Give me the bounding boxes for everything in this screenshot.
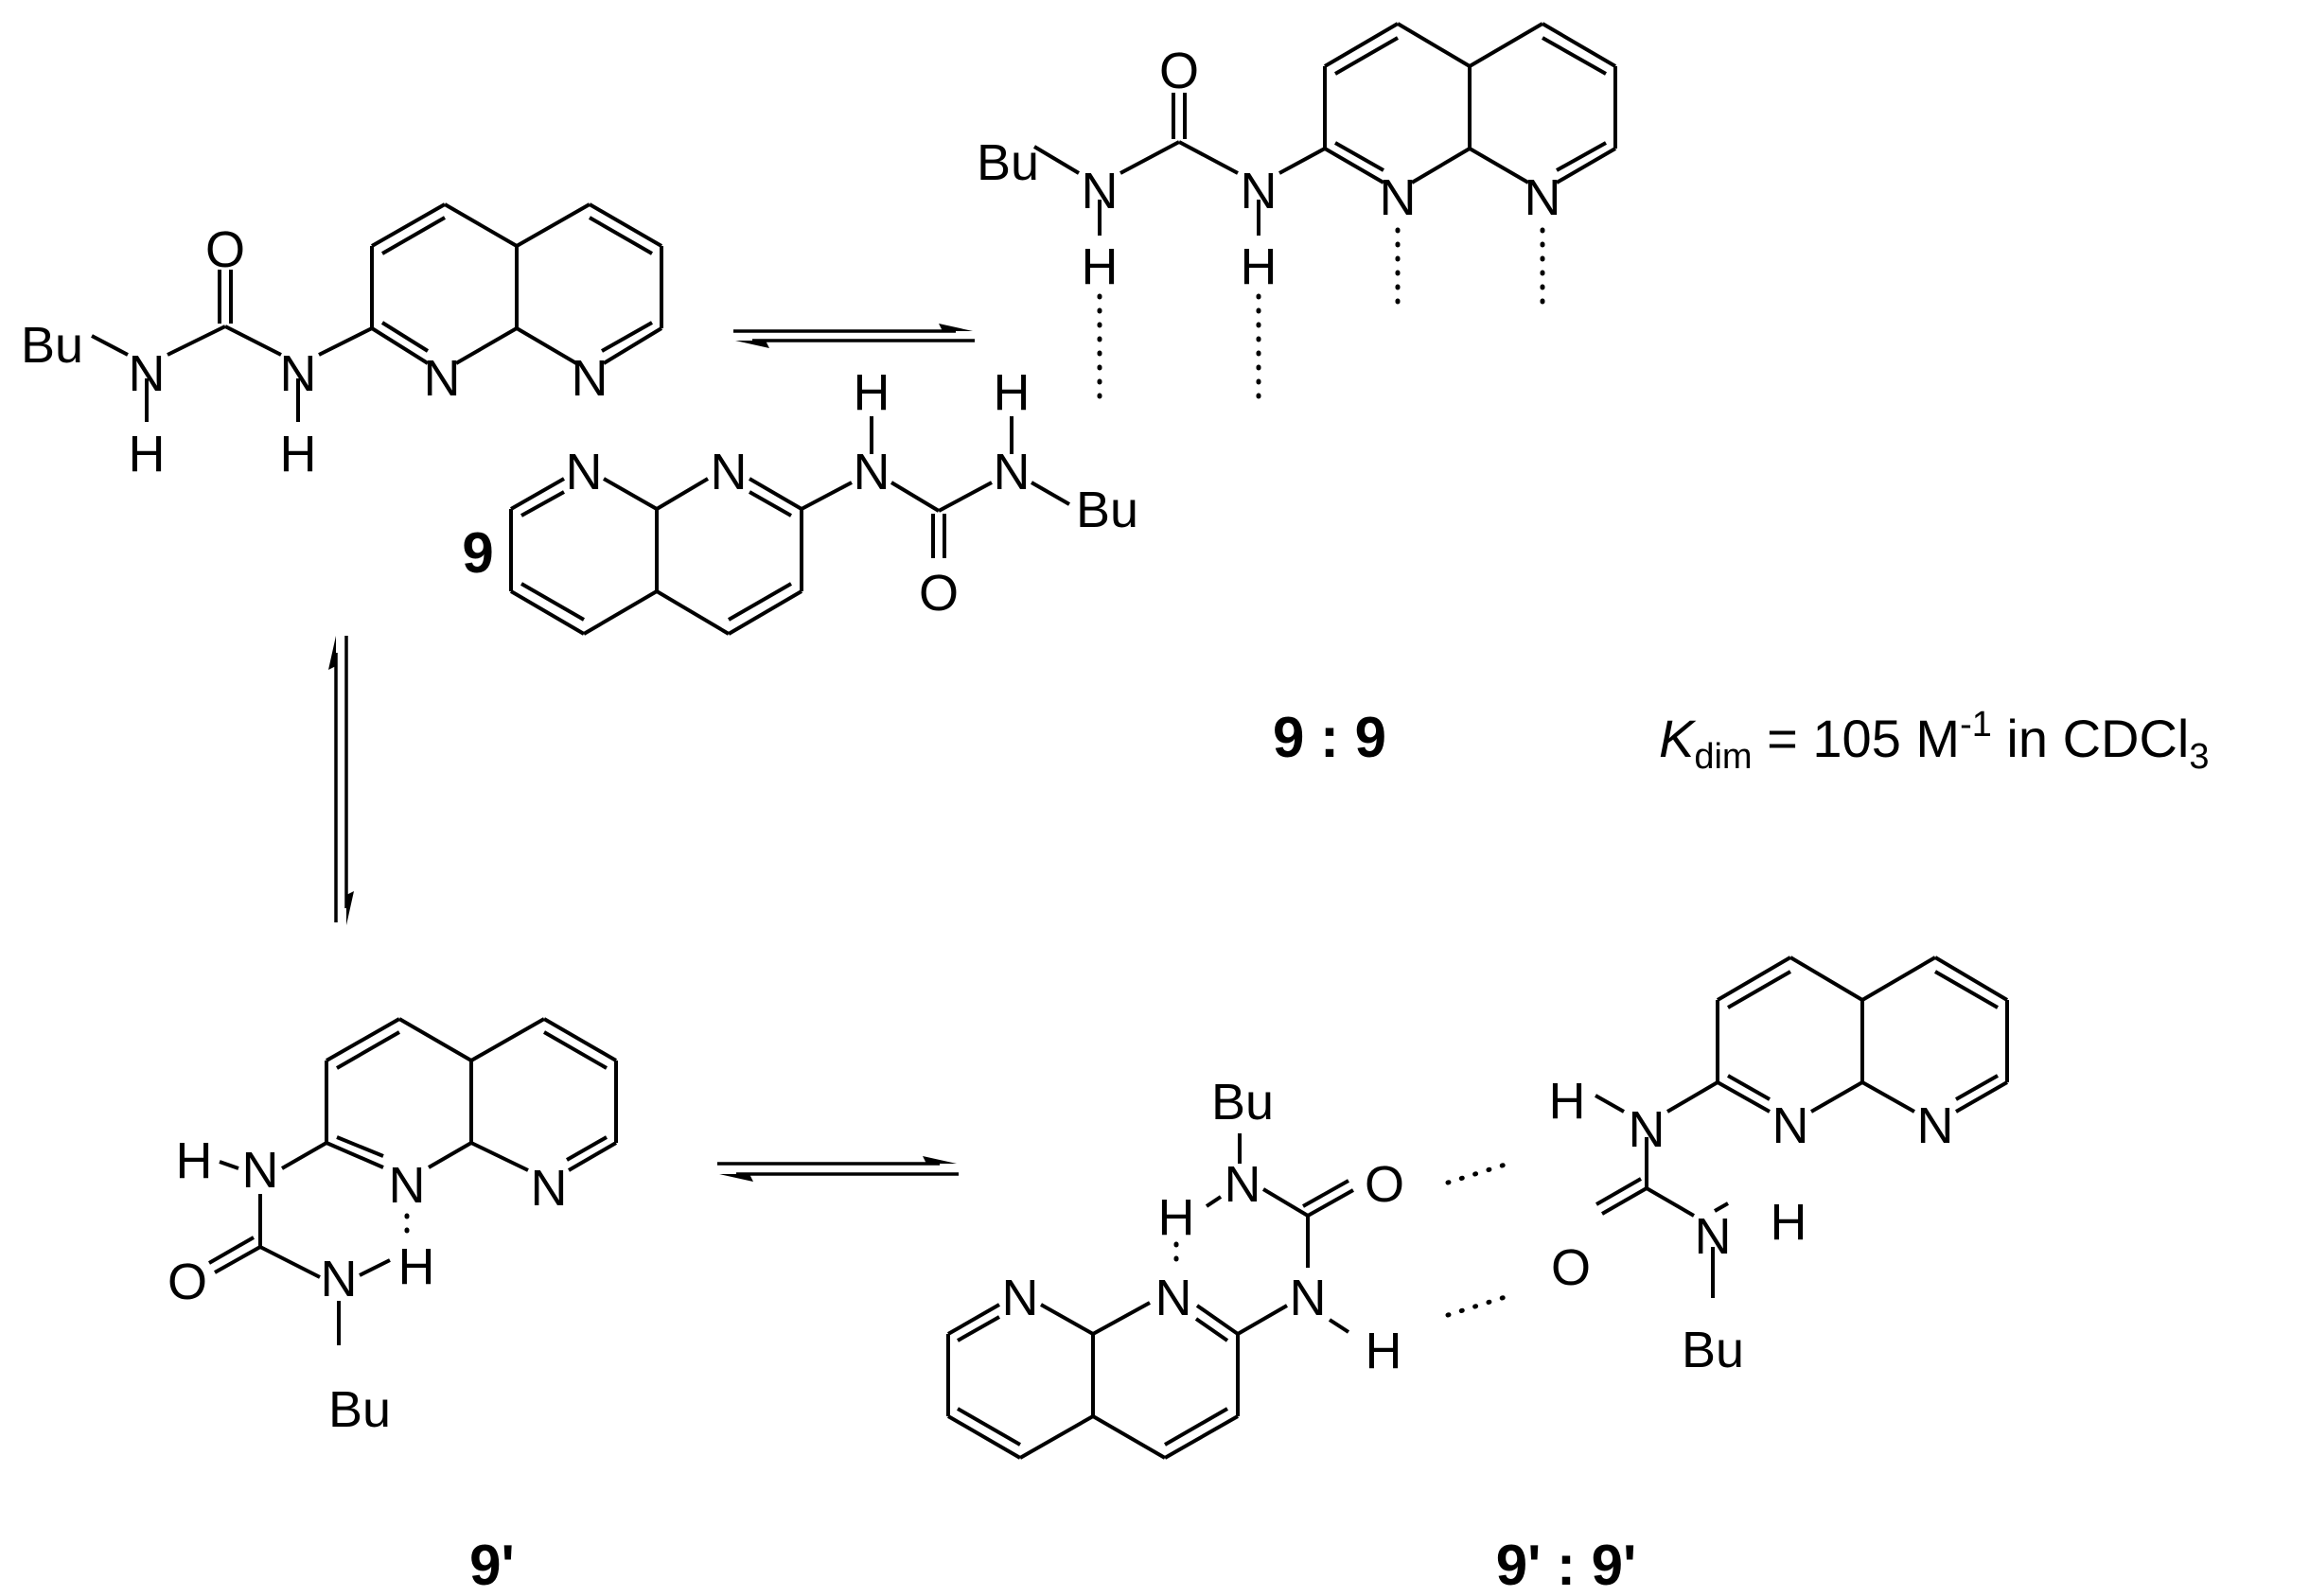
kdim-subscript: dim	[1694, 737, 1752, 777]
kdim-annotation: Kdim = 105 M-1 in CDCl3	[1659, 705, 2209, 777]
atom-H: H	[1241, 238, 1278, 295]
compound-9-structure: Bu N H O N H N N	[21, 202, 663, 482]
atom-N: N	[321, 1251, 358, 1307]
atom-N: N	[711, 444, 748, 500]
atom-O: O	[1551, 1239, 1591, 1296]
atom-N: N	[854, 444, 890, 500]
atom-Bu: Bu	[1211, 1074, 1274, 1131]
atom-H: H	[994, 364, 1031, 421]
atom-O: O	[205, 221, 245, 278]
atom-Bu: Bu	[1682, 1322, 1744, 1378]
atom-N: N	[1082, 163, 1119, 219]
atom-H: H	[1771, 1194, 1807, 1251]
compound-label-9-9: 9 : 9	[1273, 706, 1386, 769]
atom-N: N	[280, 345, 317, 402]
atom-N: N	[1917, 1097, 1954, 1154]
atom-N: N	[1380, 169, 1417, 226]
compound-label-9prime: 9'	[469, 1534, 515, 1596]
atom-N: N	[1241, 163, 1278, 219]
atom-N: N	[1002, 1270, 1039, 1326]
atom-H: H	[1158, 1189, 1195, 1246]
atom-H: H	[129, 426, 166, 482]
atom-H: H	[398, 1238, 435, 1295]
atom-N: N	[1629, 1101, 1666, 1158]
dimer-9-9-structure: Bu N H O N H N N N N N H N H O Bu	[509, 22, 1617, 636]
atom-Bu: Bu	[1076, 482, 1138, 538]
atom-N: N	[1155, 1270, 1192, 1326]
atom-O: O	[919, 565, 959, 622]
atom-N: N	[129, 345, 166, 402]
atom-N: N	[1290, 1270, 1327, 1326]
atom-N: N	[389, 1157, 426, 1214]
atom-N: N	[572, 350, 608, 407]
atom-H: H	[280, 426, 317, 482]
atom-N: N	[242, 1142, 279, 1199]
kdim-solvent-subscript: 3	[2189, 737, 2209, 777]
equilibrium-arrow-vertical	[328, 636, 354, 925]
compound-label-9: 9	[462, 521, 493, 585]
kdim-solvent: in CDCl	[1992, 709, 2189, 768]
atom-O: O	[167, 1254, 207, 1310]
atom-N: N	[994, 444, 1031, 500]
atom-O: O	[1365, 1156, 1404, 1213]
compound-9prime-structure: H N O N H N N Bu	[167, 1017, 618, 1438]
atom-N: N	[424, 350, 461, 407]
kdim-exponent: -1	[1960, 705, 1992, 745]
compound-label-9prime-9prime: 9' : 9'	[1496, 1534, 1637, 1596]
atom-H: H	[1082, 238, 1119, 295]
atom-N: N	[531, 1160, 568, 1217]
atom-H: H	[176, 1132, 213, 1189]
atom-Bu: Bu	[328, 1381, 391, 1438]
atom-N: N	[1772, 1097, 1809, 1154]
atom-N: N	[1225, 1156, 1261, 1213]
dimer-9prime-9prime-structure: Bu N H O N H N N H N N N O N H Bu	[946, 956, 2009, 1460]
atom-H: H	[1549, 1073, 1586, 1130]
equilibrium-arrow-bottom	[717, 1156, 959, 1182]
atom-N: N	[1525, 169, 1561, 226]
atom-O: O	[1159, 43, 1199, 99]
atom-N: N	[1695, 1208, 1732, 1265]
kdim-value: = 105 M	[1753, 709, 1960, 768]
equilibrium-arrow-top	[733, 324, 975, 348]
atom-H: H	[1366, 1323, 1402, 1379]
atom-Bu: Bu	[977, 134, 1039, 191]
kdim-symbol: K	[1659, 709, 1697, 768]
atom-Bu: Bu	[21, 317, 83, 374]
atom-H: H	[854, 364, 890, 421]
atom-N: N	[566, 444, 603, 500]
